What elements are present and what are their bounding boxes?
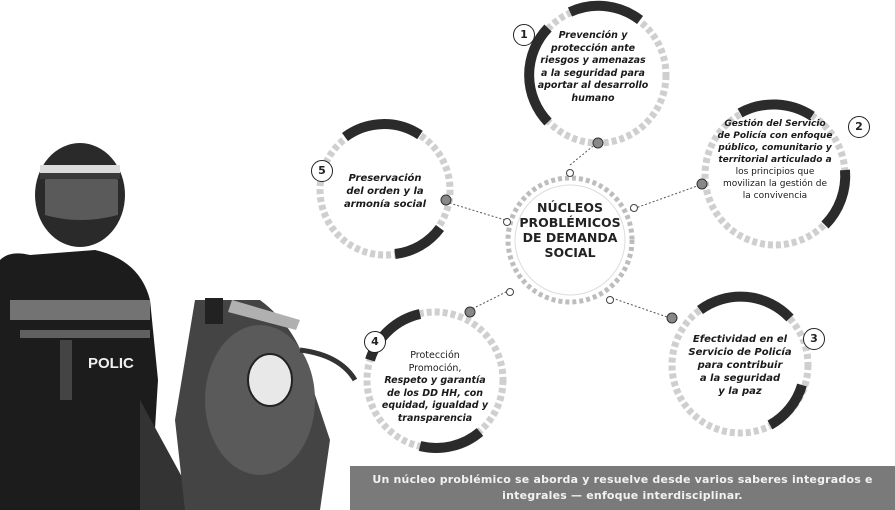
ring-node-4 — [363, 306, 507, 453]
vest-label: POLIC — [88, 355, 134, 372]
connectors — [445, 141, 701, 319]
node-3-number-badge: 3 — [803, 328, 825, 350]
hub-dot-bottom-right — [606, 296, 614, 304]
footer-banner: Un núcleo problémico se aborda y resuelv… — [350, 466, 895, 510]
hub-dot-right — [630, 204, 638, 212]
hub-dot-left — [503, 218, 511, 226]
node-4-number-badge: 4 — [364, 331, 386, 353]
hub-dot-top — [566, 169, 574, 177]
center-hub — [503, 169, 638, 305]
police-officer-image: POLIC — [0, 143, 200, 510]
node-5-number-badge: 5 — [311, 160, 333, 182]
node-1-number-badge: 1 — [513, 24, 535, 46]
banner-line-1: Un núcleo problémico se aborda y resuelv… — [372, 473, 873, 486]
hub-dot-bottom-left — [506, 288, 514, 296]
ring-node-2 — [696, 99, 851, 249]
node-2-number-badge: 2 — [848, 116, 870, 138]
ring-node-3 — [666, 291, 812, 437]
ring-node-1 — [524, 0, 670, 149]
ring-node-5 — [316, 119, 454, 259]
banner-line-2: integrales — enfoque interdisciplinar. — [502, 489, 743, 502]
center-title: NÚCLEOS PROBLÉMICOS DE DEMANDA SOCIAL — [519, 200, 621, 260]
motorcycle-image — [175, 298, 358, 510]
